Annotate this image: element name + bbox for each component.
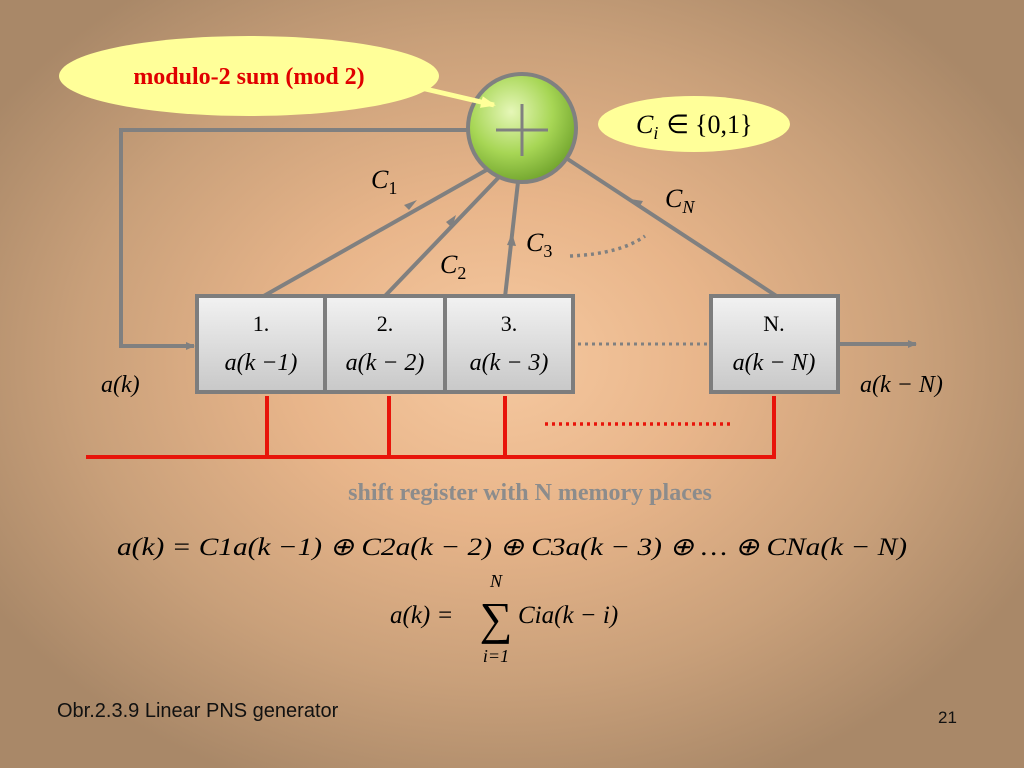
ci-condition: Ci∈{0,1} [636, 110, 752, 143]
register-caption: shift register with N memory places [348, 480, 712, 506]
cell-expression: a(k −1) [225, 350, 298, 376]
parallel-output-bus [86, 396, 776, 459]
tap-arrowhead-c3 [507, 233, 516, 246]
cell-expression: a(k − N) [733, 350, 816, 376]
coefficient-cn: CN [665, 184, 695, 217]
callout-pointer [403, 81, 496, 108]
coefficient-c1: C1 [371, 165, 397, 198]
tap-line-c2 [382, 174, 502, 299]
coefficient-ellipsis-curve [569, 234, 647, 258]
sum-lhs: a(k) = [390, 602, 453, 629]
cell-index: N. [763, 311, 784, 336]
sum-upper-limit: N [489, 571, 503, 591]
callout-bubble [59, 36, 439, 116]
register-cell-1: 1. a(k −1) [195, 294, 327, 394]
modulo2-adder [466, 72, 578, 184]
tap-arrowhead-c2 [446, 215, 456, 228]
tap-line-c1 [261, 166, 491, 299]
coefficient-c3: C3 [526, 228, 552, 261]
feedback-line [119, 128, 470, 350]
input-label: a(k) [101, 372, 140, 398]
recurrence-equation: a(k) = C1a(k −1) ⊕ C2a(k − 2) ⊕ C3a(k − … [117, 534, 907, 561]
coefficient-c2: C2 [440, 250, 466, 283]
sum-sigma: ∑ [480, 593, 513, 644]
tap-arrowhead-c1 [404, 200, 417, 210]
cell-expression: a(k − 3) [470, 350, 549, 376]
figure-caption: Obr.2.3.9 Linear PNS generator [57, 700, 339, 722]
ci-condition-bubble [598, 96, 790, 152]
sum-equation: a(k) = N ∑ i=1 Cia(k − i) [390, 571, 618, 666]
sum-body: Cia(k − i) [518, 602, 618, 629]
tap-arrowhead-cn [630, 199, 643, 206]
page-number: 21 [938, 708, 957, 727]
cell-index: 2. [377, 311, 394, 336]
cell-index: 3. [501, 311, 518, 336]
register-cell-3: 3. a(k − 3) [443, 294, 575, 394]
cell-expression: a(k − 2) [346, 350, 425, 376]
register-cell-n: N. a(k − N) [709, 294, 840, 394]
cell-index: 1. [253, 311, 270, 336]
sum-lower-limit: i=1 [483, 646, 509, 666]
register-cell-2: 2. a(k − 2) [323, 294, 447, 394]
tap-line-cn [564, 156, 780, 299]
output-label: a(k − N) [860, 372, 943, 398]
callout-text: modulo-2 sum (mod 2) [133, 64, 364, 90]
